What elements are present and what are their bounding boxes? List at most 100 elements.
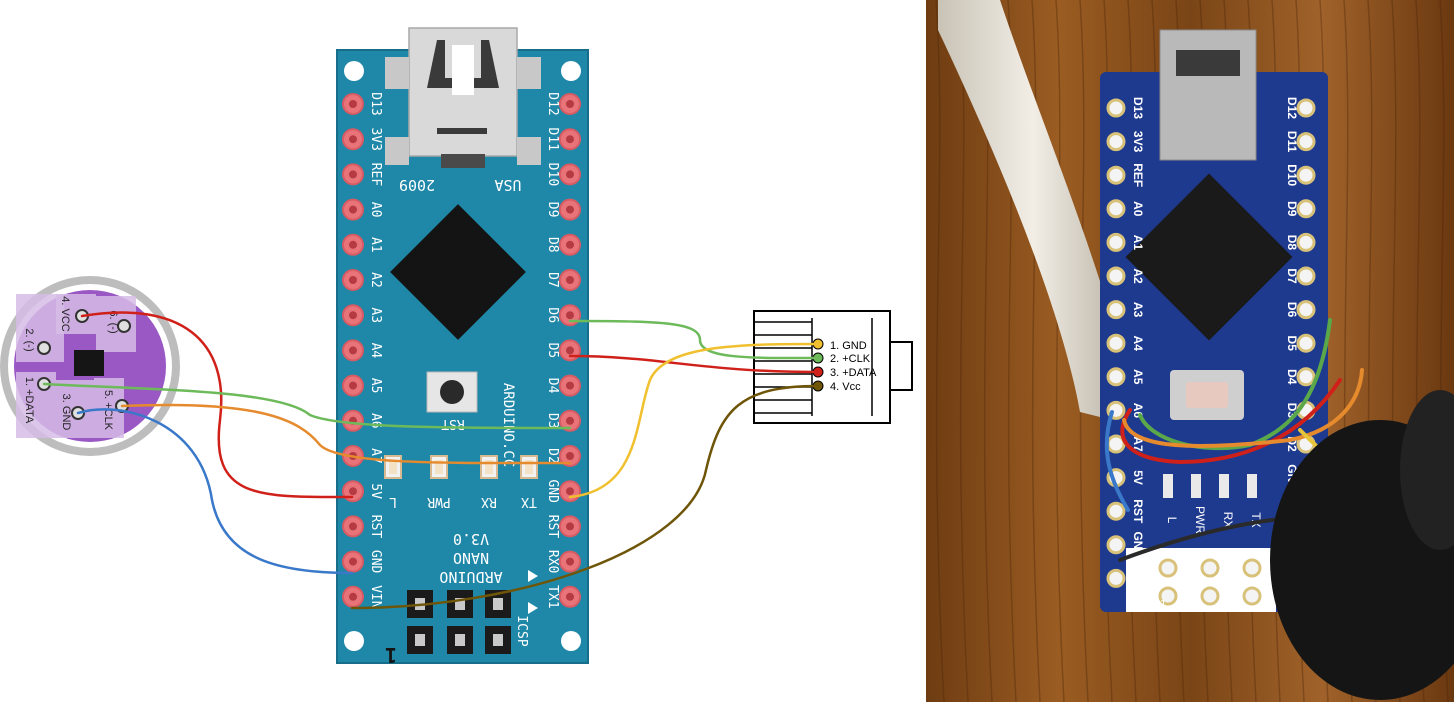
photo-left-pin-label: VIN (1131, 568, 1145, 588)
rx-arrow-icon (528, 570, 538, 582)
right-pin-label: D10 (545, 163, 560, 186)
right-pin-hole (566, 487, 574, 496)
right-pin-hole (566, 557, 574, 566)
photo-white-cable (938, 0, 1128, 420)
left-pin-label: REF (368, 163, 383, 187)
left-pin-label: A4 (368, 343, 383, 359)
wire-vcc-to-5v (80, 311, 354, 499)
left-pin-hole (349, 240, 357, 249)
mounting-hole (344, 631, 364, 651)
photo-icsp-pin1: 1 (1160, 597, 1167, 611)
rj-tab (889, 341, 913, 391)
ps2-key (74, 350, 104, 376)
photo-right-pin-label: D7 (1285, 268, 1299, 284)
usb-tongue (452, 45, 474, 95)
photo-led (1247, 474, 1257, 498)
left-pin-label: 5V (368, 483, 383, 499)
usb-port-opening (427, 40, 499, 88)
photo-left-pin-label: REF (1131, 163, 1145, 187)
photo-wire-red (1120, 378, 1342, 465)
rj-pin-label-vcc: 4. Vcc (830, 381, 861, 393)
brand-label: ARDUINO.CC (500, 383, 516, 467)
right-pin-label: D4 (545, 378, 560, 394)
right-pin-label: TX1 (545, 585, 560, 608)
icsp-pin1-label: 1 (385, 643, 397, 667)
icsp-pin (415, 634, 425, 646)
right-pin-hole (566, 592, 574, 601)
photo-icsp-pin (1158, 586, 1178, 606)
left-pin-label: VIN (368, 585, 383, 608)
tx-arrow-icon (528, 602, 538, 614)
led-label: L (389, 494, 397, 509)
left-pin-label: A1 (368, 237, 383, 253)
led-label: PWR (427, 494, 451, 509)
mounting-hole (561, 61, 581, 81)
icsp-pin (493, 598, 503, 610)
board-title-line-2: NANO (453, 549, 489, 567)
ps2-pin-label-6: 6. (-) (107, 310, 119, 333)
icsp-pin (493, 634, 503, 646)
rj-connector: 1. GND 2. +CLK 3. +DATA 4. Vcc (753, 310, 913, 424)
right-pin-hole (566, 416, 574, 425)
photo-left-pin-label: 5V (1131, 470, 1145, 485)
icsp-label: ICSP (514, 615, 529, 646)
photo-wire-blue (1104, 410, 1130, 512)
board-origin-label: USA (494, 176, 521, 194)
ps2-connector: 4. VCC 6. (-) 2. (-) 1. +DATA 3. GND 5. … (0, 276, 180, 456)
usb-tab (517, 57, 541, 89)
left-pin-hole (349, 557, 357, 566)
usb-tab (385, 137, 409, 165)
left-pin-hole (349, 170, 357, 179)
photo-right-pin-label: D5 (1285, 336, 1299, 352)
right-pin-label: D3 (545, 413, 560, 429)
photo-right-pin (1296, 199, 1316, 219)
photo-right-pin (1296, 132, 1316, 152)
right-pin-label: D11 (545, 127, 560, 150)
ps2-pin-label-2: 2. (-) (23, 328, 35, 351)
left-pin-hole (349, 205, 357, 214)
led-lens (435, 460, 443, 474)
usb-pins (441, 154, 485, 168)
mounting-hole (344, 61, 364, 81)
left-pin-hole (349, 522, 357, 531)
reset-button (426, 371, 478, 413)
photo-left-pin (1106, 300, 1126, 320)
right-pin-hole (566, 135, 574, 144)
photo-left-pin (1106, 266, 1126, 286)
wires (42, 311, 820, 610)
led-label: TX (521, 494, 537, 509)
left-pin-label: A2 (368, 272, 383, 288)
photo-left-pin-label: 3V3 (1131, 131, 1145, 153)
left-pin-label: A5 (368, 378, 383, 394)
right-pin-label: D12 (545, 92, 560, 115)
photo-left-pin-label: A0 (1131, 201, 1145, 217)
photo-board (1100, 72, 1328, 612)
ps2-pin-6 (117, 319, 131, 333)
photo-right-pin (1296, 165, 1316, 185)
photo-right-pin (1296, 333, 1316, 353)
photo-left-pin (1106, 132, 1126, 152)
led-lens (525, 460, 533, 474)
left-pin-hole (349, 381, 357, 390)
photo-left-pin (1106, 199, 1126, 219)
photo-left-pin-label: D13 (1131, 97, 1145, 119)
photo-right-pin-label: D8 (1285, 235, 1299, 251)
right-pin-label: D5 (545, 343, 560, 359)
right-pin-label: GND (545, 479, 560, 503)
board-title-line-3: V3.0 (453, 530, 489, 548)
reset-button-cap (440, 380, 464, 404)
wood-grain-line (1031, 0, 1041, 702)
photo-icsp-pin (1158, 558, 1178, 578)
wire-data-to-d3 (42, 382, 572, 430)
photo-icsp-pin (1242, 586, 1262, 606)
left-pin-label: D13 (368, 92, 383, 115)
board-year-label: 2009 (399, 176, 435, 194)
right-pin-hole (566, 311, 574, 320)
left-pin-hole (349, 311, 357, 320)
wire-gnd-to-rj-gnd (568, 342, 820, 499)
wire-gnd-to-gnd (76, 408, 354, 575)
